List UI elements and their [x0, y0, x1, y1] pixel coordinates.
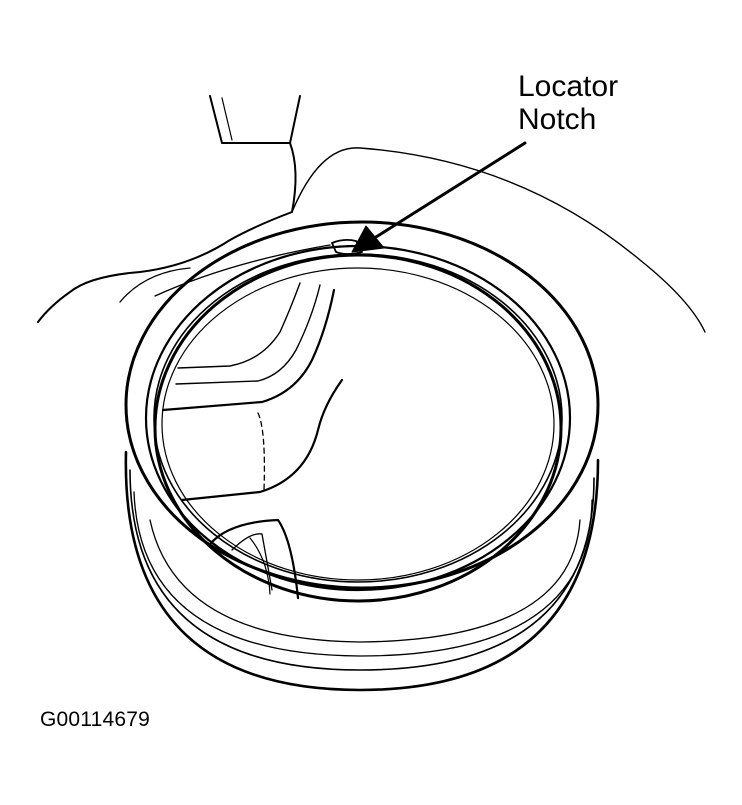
bore-interior	[161, 282, 344, 600]
callout-line-2: Notch	[518, 103, 597, 136]
locator-notch-label: Locator Notch	[518, 70, 618, 136]
callout-arrow	[351, 141, 527, 253]
figure-id: G00114679	[40, 708, 151, 731]
callout-line-1: Locator	[518, 70, 619, 103]
seal-ring	[124, 220, 600, 692]
locator-notch	[331, 238, 363, 255]
housing-outline	[37, 95, 706, 333]
